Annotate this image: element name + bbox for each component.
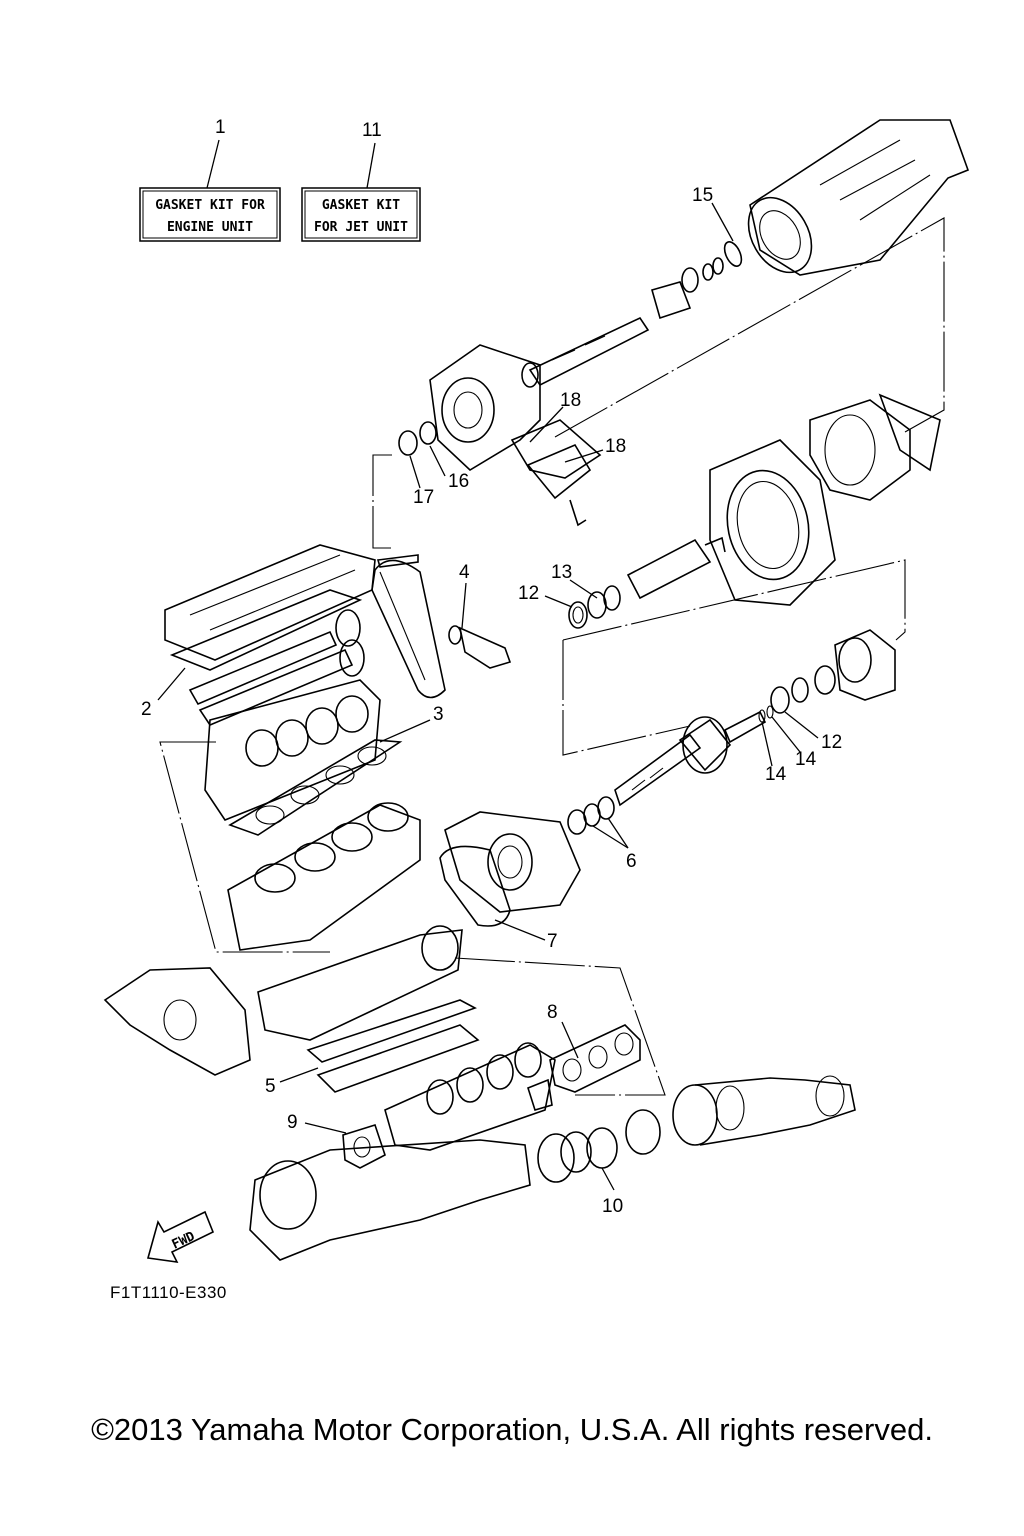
engine-gasket-kit-box: GASKET KIT FOR ENGINE UNIT — [139, 187, 281, 242]
impeller-housing — [429, 344, 541, 471]
fwd-label: FWD — [170, 1229, 198, 1253]
callout-5: 5 — [265, 1076, 276, 1097]
callout-9: 9 — [287, 1112, 298, 1133]
oil-pan-gasket-5 — [306, 999, 480, 1093]
intake-cover — [510, 419, 602, 527]
crankcase-cover — [444, 811, 581, 913]
callout-6: 6 — [626, 851, 637, 872]
fwd-direction-arrow: FWD — [146, 1210, 215, 1263]
callout-numbers: 1 11 15 18 18 16 17 4 13 12 2 3 12 14 14… — [141, 117, 842, 1217]
oil-seals-6 — [567, 796, 615, 835]
figure-code: F1T1110-E330 — [110, 1283, 227, 1302]
callout-3: 3 — [433, 704, 444, 725]
impeller — [809, 393, 941, 501]
callout-10: 10 — [602, 1196, 623, 1217]
callout-14-a: 14 — [795, 749, 817, 770]
callout-17: 17 — [413, 487, 434, 508]
cover-gasket-7 — [439, 845, 511, 927]
water-lock-hose — [672, 1075, 856, 1146]
callout-7: 7 — [547, 931, 558, 952]
o-ring-15 — [723, 241, 743, 267]
engine-kit-line-2: ENGINE UNIT — [167, 220, 253, 235]
callout-18-b: 18 — [605, 436, 626, 457]
callout-1: 1 — [215, 117, 226, 138]
callout-4: 4 — [459, 562, 470, 583]
callout-14-b: 14 — [765, 764, 787, 785]
leader-lines — [157, 139, 819, 1191]
exhaust-manifold — [384, 1042, 556, 1151]
drive-coupler-shaft — [614, 710, 767, 807]
callout-13: 13 — [551, 562, 572, 583]
head-gasket-3 — [228, 739, 403, 836]
cylinder-block — [227, 802, 421, 951]
bearing-housing — [758, 629, 896, 723]
jet-gasket-kit-box: GASKET KIT FOR JET UNIT — [301, 187, 421, 242]
callout-15: 15 — [692, 185, 713, 206]
callout-12-a: 12 — [518, 583, 539, 604]
shaft-sleeve — [568, 536, 726, 629]
crankcase-lower — [257, 925, 463, 1041]
generator-cover — [103, 967, 251, 1076]
callout-16: 16 — [448, 471, 469, 492]
chain-tensioner — [448, 625, 512, 669]
cylinder-head-cover — [164, 544, 376, 661]
jet-kit-line-1: GASKET KIT — [322, 198, 400, 213]
exhaust-gasket-9 — [342, 1124, 386, 1169]
callout-12-b: 12 — [821, 732, 842, 753]
jet-nozzle-housing — [747, 119, 970, 276]
jet-pump-plate — [709, 439, 836, 606]
manifold-gasket-8 — [527, 1024, 641, 1111]
copyright-notice: ©2013 Yamaha Motor Corporation, U.S.A. A… — [91, 1412, 933, 1447]
group-frames — [159, 217, 945, 1096]
timing-chain — [371, 554, 446, 699]
camshafts — [188, 609, 365, 726]
exhaust-pipe — [249, 1139, 531, 1261]
engine-kit-line-1: GASKET KIT FOR — [155, 198, 265, 213]
jet-kit-line-2: FOR JET UNIT — [314, 220, 408, 235]
drive-shaft-bearings — [521, 257, 724, 388]
callout-2: 2 — [141, 699, 152, 720]
callout-8: 8 — [547, 1002, 558, 1023]
head-cover-gasket — [169, 589, 363, 671]
callout-11: 11 — [362, 120, 382, 141]
cylinder-head — [204, 679, 381, 821]
exhaust-gaskets-10 — [537, 1109, 661, 1183]
seal-16-17 — [398, 421, 437, 456]
callout-18-a: 18 — [560, 390, 581, 411]
